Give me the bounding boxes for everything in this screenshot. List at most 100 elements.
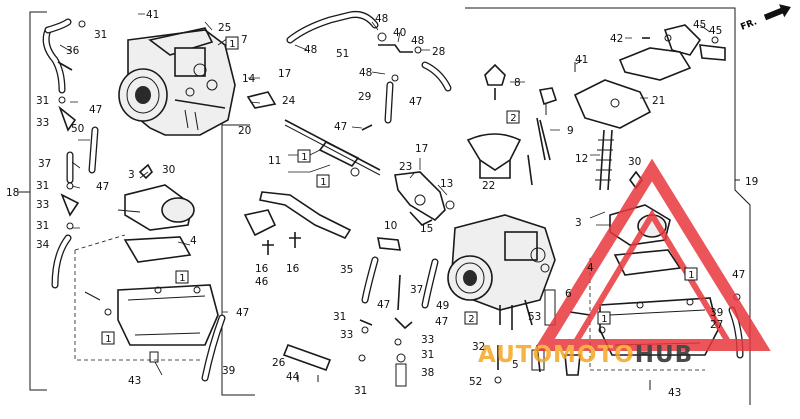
- reference-box-label: 2: [468, 314, 474, 325]
- callout-46: 46: [255, 276, 269, 288]
- callout-47: 47: [409, 96, 422, 108]
- reference-box-label: 1: [688, 270, 694, 281]
- reference-box-label: 1: [179, 273, 185, 284]
- callout-22: 22: [482, 180, 495, 192]
- reference-box-1: 1: [101, 331, 115, 345]
- reference-box-frame: [684, 267, 698, 281]
- callout-15: 15: [420, 223, 433, 235]
- reference-box-1: 1: [684, 267, 698, 281]
- callout-41: 41: [146, 9, 159, 21]
- callout-31: 31: [421, 349, 434, 361]
- callout-24: 24: [282, 95, 296, 107]
- reference-box-label: 1: [229, 39, 235, 50]
- callout-3: 3: [128, 169, 135, 181]
- reference-box-1: 1: [225, 36, 239, 50]
- callout-12: 12: [575, 153, 588, 165]
- callout-30: 30: [628, 156, 641, 168]
- watermark: AUTOMOTOHUB: [478, 158, 771, 368]
- reference-box-frame: [225, 36, 239, 50]
- callout-5: 5: [512, 359, 519, 371]
- callout-48: 48: [359, 67, 372, 79]
- callout-38: 38: [421, 367, 434, 379]
- reference-box-frame: [597, 311, 611, 325]
- callout-33: 33: [36, 117, 49, 129]
- callout-9: 9: [567, 125, 574, 137]
- reference-box-1: 1: [316, 174, 330, 188]
- callout-16: 16: [286, 263, 300, 275]
- reference-box-label: 1: [105, 334, 111, 345]
- callout-21: 21: [652, 95, 665, 107]
- callout-47: 47: [732, 269, 745, 281]
- callout-39: 39: [710, 307, 723, 319]
- callout-47: 47: [236, 307, 249, 319]
- callout-37: 37: [410, 284, 423, 296]
- callout-37: 37: [38, 158, 51, 170]
- callout-31: 31: [36, 180, 49, 192]
- right-carburetor: [447, 214, 581, 384]
- callout-31: 31: [94, 29, 107, 41]
- callout-31: 31: [354, 385, 367, 397]
- callout-52: 52: [469, 376, 482, 388]
- callout-28: 28: [432, 46, 445, 58]
- right-top-parts: [466, 24, 726, 191]
- callout-45: 45: [709, 25, 722, 37]
- reference-box-frame: [506, 110, 520, 124]
- callout-36: 36: [66, 45, 80, 57]
- reference-box-label: 1: [320, 177, 326, 188]
- reference-box-frame: [101, 331, 115, 345]
- reference-box-1: 1: [297, 149, 311, 163]
- callout-48: 48: [375, 13, 388, 25]
- callout-17: 17: [415, 143, 428, 155]
- callout-10: 10: [384, 220, 397, 232]
- reference-box-1: 1: [597, 311, 611, 325]
- callout-11: 11: [268, 155, 281, 167]
- left-carburetor: [118, 27, 236, 136]
- callout-18: 18: [6, 187, 19, 199]
- callout-13: 13: [440, 178, 453, 190]
- callout-43: 43: [128, 375, 141, 387]
- callout-33: 33: [421, 334, 434, 346]
- callout-7: 7: [241, 34, 248, 46]
- group-brackets: [18, 7, 751, 405]
- callout-27: 27: [710, 319, 723, 331]
- callout-30: 30: [162, 164, 175, 176]
- callout-50: 50: [71, 123, 84, 135]
- callout-47: 47: [377, 299, 390, 311]
- callout-31: 31: [36, 95, 49, 107]
- callout-33: 33: [340, 329, 353, 341]
- callout-23: 23: [399, 161, 412, 173]
- callout-47: 47: [334, 121, 347, 133]
- callout-29: 29: [358, 91, 371, 103]
- reference-box-frame: [297, 149, 311, 163]
- callout-17: 17: [278, 68, 291, 80]
- callout-43: 43: [668, 387, 681, 399]
- callout-34: 34: [36, 239, 50, 251]
- callout-32: 32: [472, 341, 485, 353]
- callout-51: 51: [336, 48, 349, 60]
- callout-47: 47: [89, 104, 102, 116]
- callout-45: 45: [693, 19, 706, 31]
- watermark-text-secondary: HUB: [635, 342, 693, 368]
- callout-14: 14: [242, 73, 256, 85]
- reference-box-1: 1: [175, 270, 189, 284]
- callout-4: 4: [190, 235, 197, 247]
- callout-4: 4: [587, 262, 594, 274]
- callout-42: 42: [610, 33, 623, 45]
- callout-31: 31: [333, 311, 346, 323]
- callout-39: 39: [222, 365, 235, 377]
- reference-box-frame: [464, 311, 478, 325]
- callout-3: 3: [575, 217, 582, 229]
- callout-53: 53: [528, 311, 541, 323]
- reference-box-label: 1: [301, 152, 307, 163]
- callout-20: 20: [238, 125, 251, 137]
- callout-48: 48: [411, 35, 424, 47]
- reference-box-frame: [316, 174, 330, 188]
- callout-6: 6: [565, 288, 572, 300]
- left-hoses: [42, 18, 226, 382]
- callout-25: 25: [218, 22, 231, 34]
- front-direction-label: FR.: [739, 17, 758, 33]
- front-direction-indicator: FR.: [739, 4, 791, 33]
